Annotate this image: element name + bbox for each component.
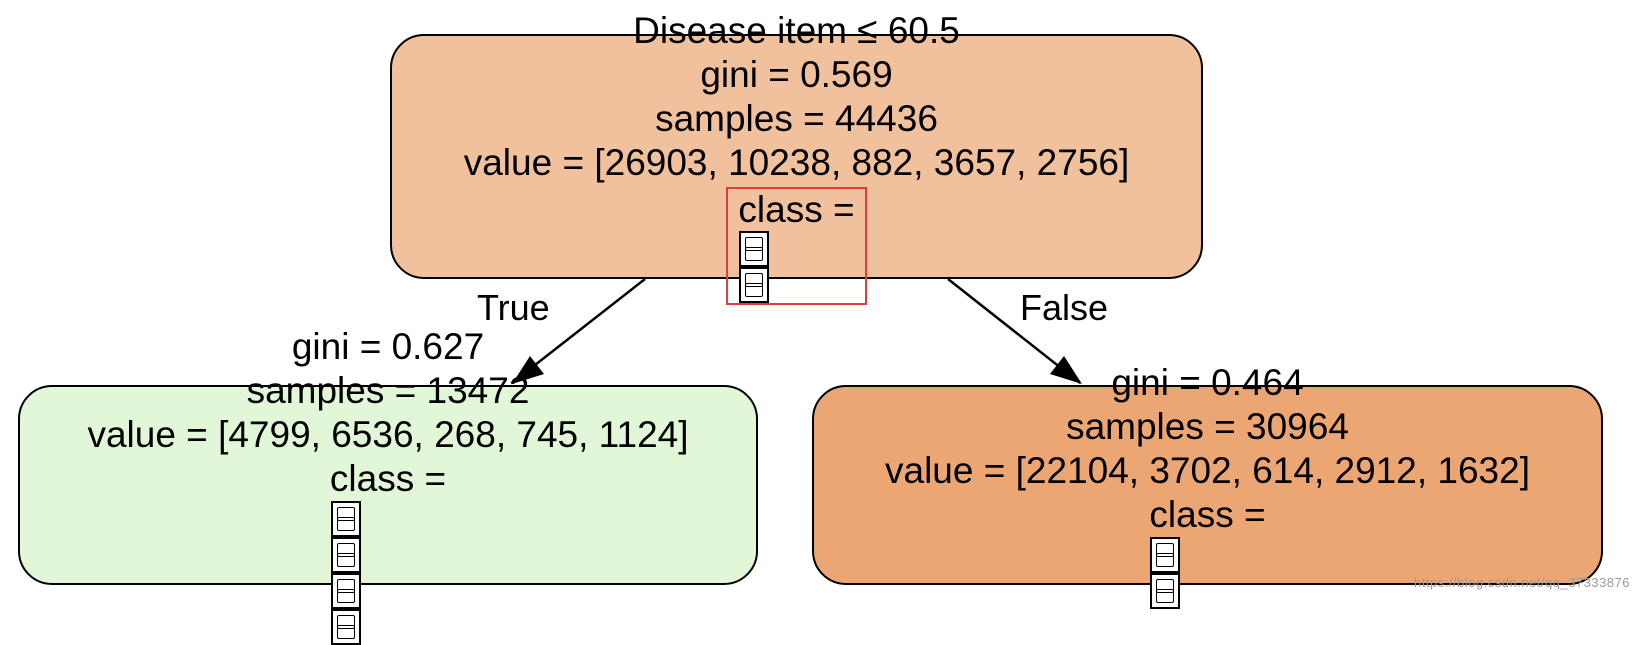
root-class: class =	[726, 186, 867, 305]
missing-glyph-icon	[330, 501, 361, 537]
right-class-glyphs	[1149, 537, 1265, 609]
edge-true-arrowhead	[512, 356, 544, 384]
missing-glyph-icon	[1150, 537, 1181, 573]
missing-glyph-icon	[739, 230, 770, 267]
right-child-node: gini = 0.464 samples = 30964 value = [22…	[812, 362, 1603, 609]
right-class-prefix: class =	[1149, 494, 1266, 535]
missing-glyph-icon	[739, 266, 770, 303]
root-value: value = [26903, 10238, 882, 3657, 2756]	[463, 141, 1130, 183]
watermark: https://blog.csdn.net/qq_37333876	[1414, 575, 1630, 590]
root-samples: samples = 44436	[655, 97, 938, 139]
left-class-glyphs	[330, 501, 446, 645]
tree-edges	[511, 278, 1082, 384]
root-gini: gini = 0.569	[700, 53, 893, 95]
missing-glyph-icon	[330, 537, 361, 573]
missing-glyph-icon	[330, 609, 361, 645]
missing-glyph-icon	[330, 573, 361, 609]
left-child-node: gini = 0.627 samples = 13472 value = [47…	[18, 326, 758, 645]
right-gini: gini = 0.464	[1111, 362, 1304, 403]
missing-glyph-icon	[1150, 573, 1181, 609]
edge-false-arrowhead	[1050, 356, 1082, 384]
left-value: value = [4799, 6536, 268, 745, 1124]	[87, 414, 689, 455]
edge-false-label: False	[1020, 287, 1109, 328]
right-class: class =	[1149, 493, 1266, 609]
right-samples: samples = 30964	[1066, 406, 1349, 447]
root-condition: Disease item ≤ 60.5	[633, 9, 960, 51]
root-class-glyphs	[738, 230, 854, 303]
edge-true-label: True	[477, 287, 550, 328]
left-gini: gini = 0.627	[291, 326, 485, 367]
left-class: class =	[330, 457, 446, 645]
root-node: Disease item ≤ 60.5 gini = 0.569 samples…	[390, 10, 1203, 305]
left-samples: samples = 13472	[246, 370, 530, 411]
right-value: value = [22104, 3702, 614, 2912, 1632]	[885, 450, 1530, 491]
left-class-prefix: class =	[329, 458, 447, 499]
root-class-prefix: class =	[738, 188, 855, 230]
